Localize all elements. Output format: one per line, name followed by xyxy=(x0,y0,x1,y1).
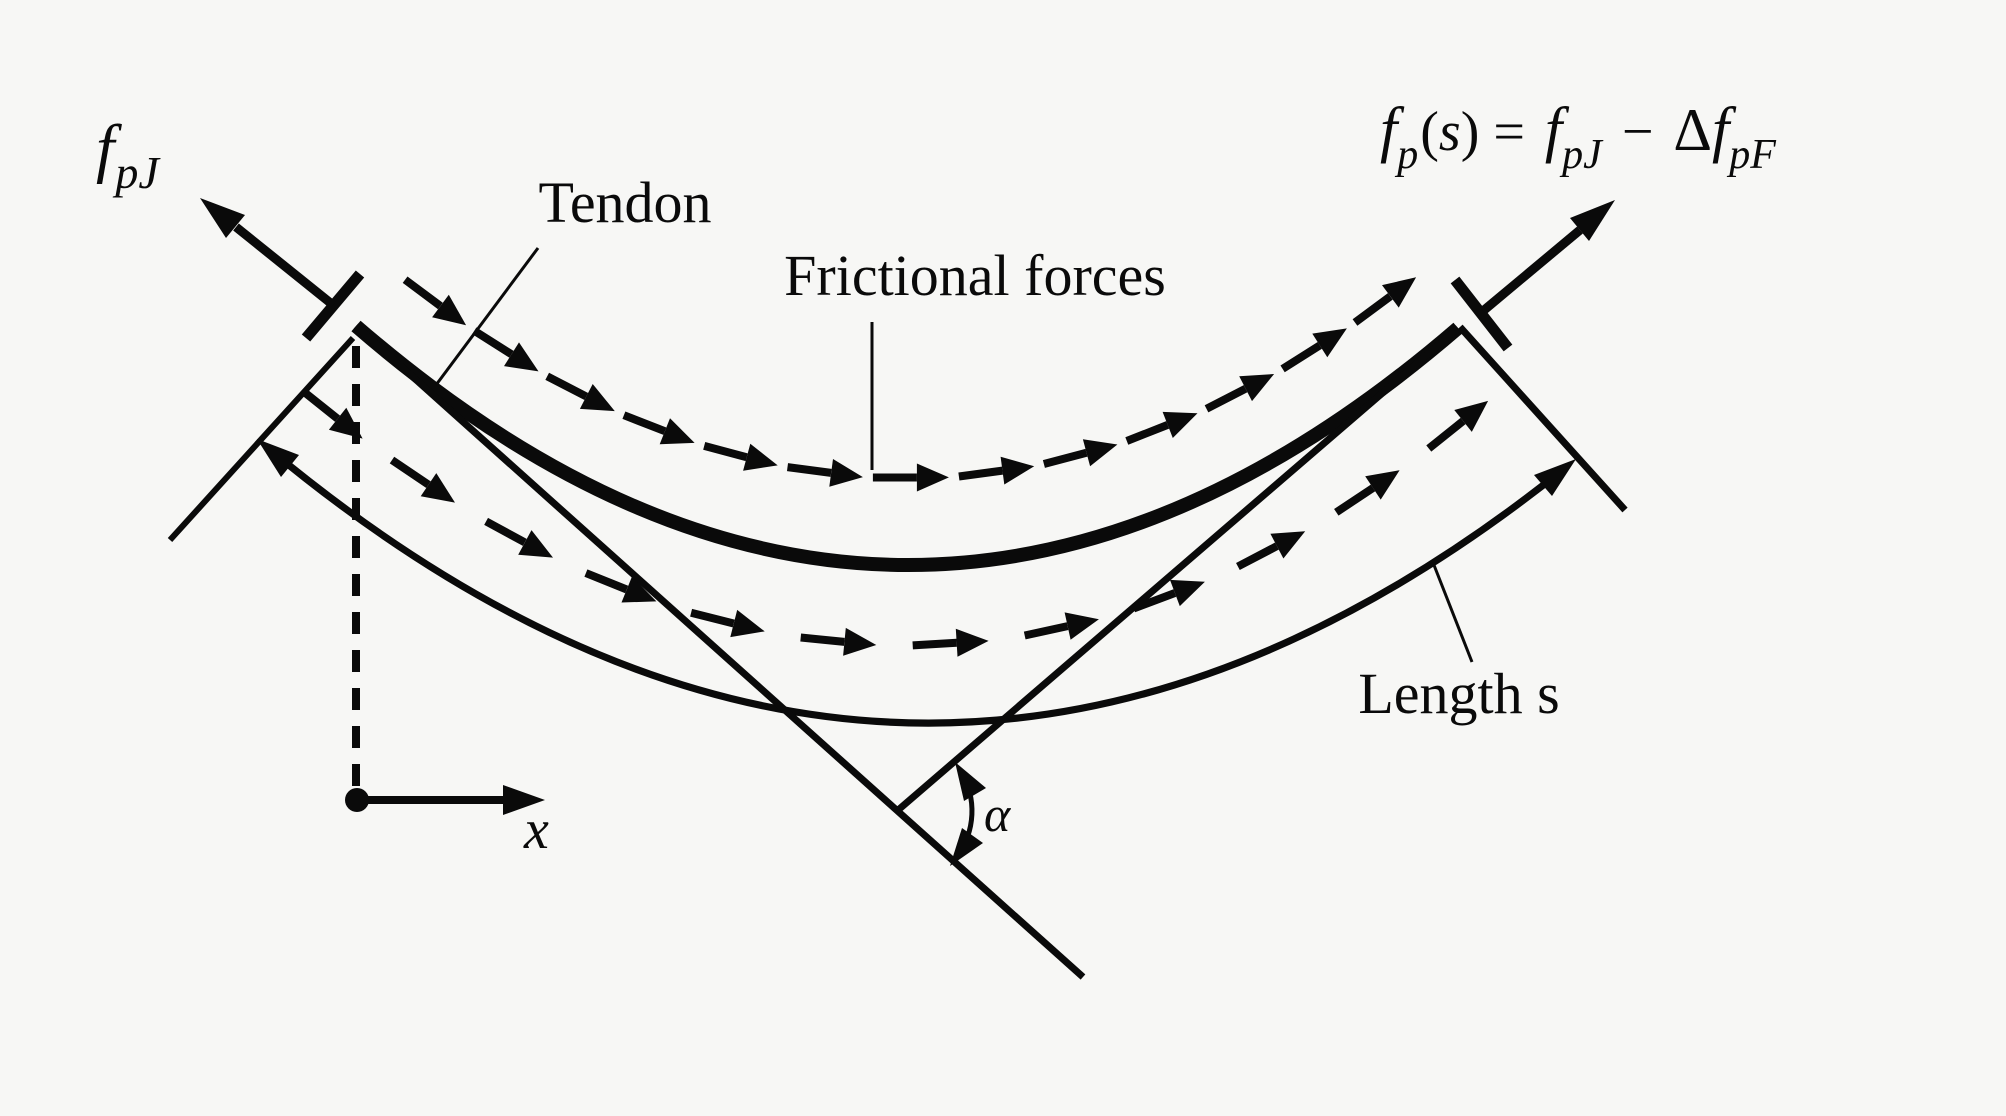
jacking-force-arrowhead-icon xyxy=(200,198,245,238)
left-anchor-face-line xyxy=(167,335,356,543)
frictional-arrow-shaft xyxy=(912,638,957,650)
right-anchor-face-line xyxy=(1457,324,1628,513)
frictional-arrow-head-icon xyxy=(1365,470,1400,500)
frictional-arrow-shaft xyxy=(622,411,667,435)
frictional-arrow-shaft xyxy=(1125,421,1170,445)
frictional-arrow-shaft xyxy=(389,456,431,489)
length-s-left-arrowhead-icon xyxy=(257,439,299,477)
jacking-force-arrow xyxy=(233,223,336,309)
frictional-arrow-head-icon xyxy=(1082,439,1118,467)
formula-label: fp(s) = fpJ − ΔfpF xyxy=(1380,96,1776,178)
alpha-arc-lower-arrowhead-icon xyxy=(950,828,983,866)
frictional-arrow-head-icon xyxy=(1454,400,1489,432)
remaining-force-arrowhead-icon xyxy=(1570,200,1615,241)
jacking-stress-label: fpJ xyxy=(96,112,161,198)
x-axis-arrowhead-icon xyxy=(503,785,545,815)
frictional-forces-label: Frictional forces xyxy=(784,243,1166,308)
tendon-curve xyxy=(351,320,1463,572)
diagram-geometry xyxy=(167,198,1628,980)
frictional-arrow-shaft xyxy=(703,442,748,462)
frictional-arrow-shaft xyxy=(1352,293,1393,326)
tendon-label: Tendon xyxy=(538,170,711,235)
origin-dot xyxy=(345,788,369,812)
alpha-arc-upper-arrowhead-icon xyxy=(955,762,986,801)
frictional-arrow-head-icon xyxy=(1000,456,1035,485)
frictional-arrow-head-icon xyxy=(743,443,778,471)
right-anchor-plate-tick xyxy=(1450,276,1513,352)
frictional-arrow-shaft xyxy=(1280,342,1322,373)
frictional-arrow-head-icon xyxy=(579,384,615,412)
frictional-arrows-bottom xyxy=(300,388,1489,657)
frictional-arrow-head-icon xyxy=(1239,374,1275,402)
frictional-arrow-shaft xyxy=(1426,417,1466,452)
left-tangent-line xyxy=(353,323,1086,980)
frictional-arrow-head-icon xyxy=(730,609,765,638)
right-tangent-line xyxy=(894,325,1461,814)
length-s-right-arrowhead-icon xyxy=(1534,459,1576,496)
frictional-arrow-head-icon xyxy=(621,576,657,603)
length-s-arc xyxy=(265,445,1568,727)
frictional-arrow-shaft xyxy=(1042,448,1088,468)
frictional-arrow-head-icon xyxy=(1270,531,1306,559)
frictional-arrow-shaft xyxy=(1204,385,1248,413)
frictional-arrow-shaft xyxy=(545,372,589,401)
frictional-arrow-shaft xyxy=(1334,484,1376,516)
frictional-arrows-top xyxy=(402,276,1417,492)
frictional-arrow-head-icon xyxy=(1162,411,1198,438)
frictional-arrow-head-icon xyxy=(504,342,539,372)
frictional-arrow-head-icon xyxy=(328,407,363,439)
left-anchor-plate-tick xyxy=(301,270,365,342)
frictional-arrow-head-icon xyxy=(955,628,989,657)
frictional-arrow-shaft xyxy=(800,633,845,646)
alpha-label: α xyxy=(984,786,1012,842)
tendon-pointer-line xyxy=(434,247,540,386)
frictional-arrow-head-icon xyxy=(420,473,455,503)
frictional-arrow-shaft xyxy=(472,327,514,358)
frictional-arrow-shaft xyxy=(1023,622,1069,640)
frictional-arrow-shaft xyxy=(484,517,527,546)
frictional-arrow-shaft xyxy=(786,463,832,477)
frictional-arrow-head-icon xyxy=(1382,277,1417,308)
frictional-arrow-shaft xyxy=(690,608,735,628)
remaining-force-arrow xyxy=(1480,226,1583,315)
x-axis-label: x xyxy=(523,799,549,861)
length-s-label: Length s xyxy=(1358,661,1559,726)
frictional-arrow-head-icon xyxy=(1170,579,1205,607)
frictional-arrow-shaft xyxy=(1132,589,1177,613)
frictional-arrow-shaft xyxy=(402,276,443,310)
frictional-arrow-head-icon xyxy=(843,627,877,656)
frictional-arrow-shaft xyxy=(300,388,341,422)
length-s-pointer-line xyxy=(1430,559,1474,663)
frictional-arrow-shaft xyxy=(1236,542,1279,571)
frictional-arrow-shaft xyxy=(958,466,1004,481)
frictional-arrow-head-icon xyxy=(518,530,553,558)
frictional-arrow-head-icon xyxy=(432,294,467,326)
frictional-arrow-head-icon xyxy=(829,459,863,487)
frictional-arrow-head-icon xyxy=(1064,612,1099,640)
frictional-arrow-shaft xyxy=(584,569,629,594)
frictional-arrow-head-icon xyxy=(1312,328,1347,358)
frictional-arrow-head-icon xyxy=(916,463,949,492)
frictional-arrow-head-icon xyxy=(659,418,695,445)
